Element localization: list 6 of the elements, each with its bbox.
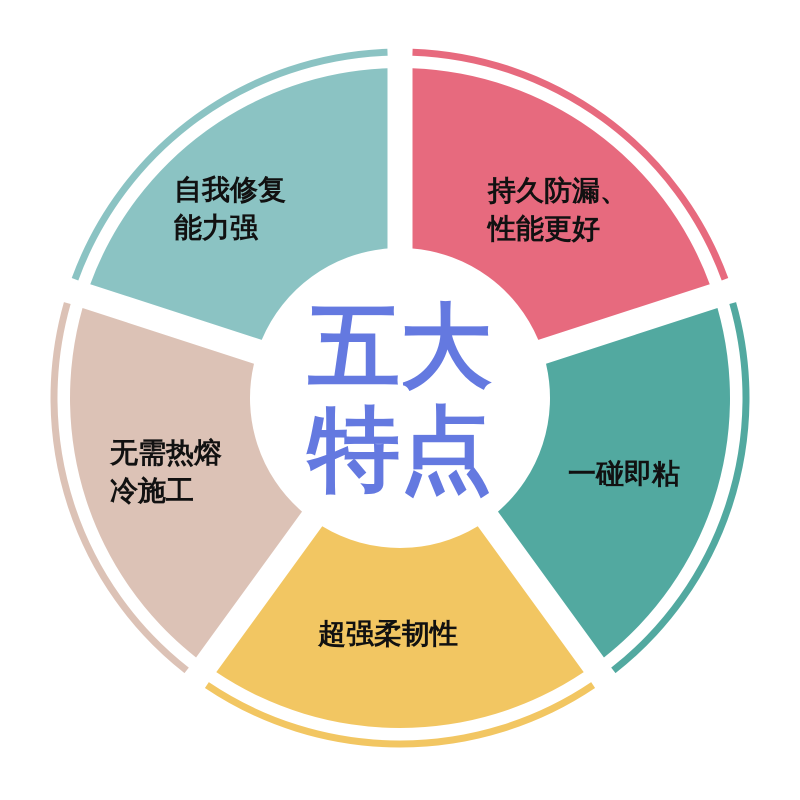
center-title: 五大特点: [306, 294, 493, 502]
segment-label: 持久防漏、性能更好: [488, 173, 629, 247]
segment-label: 无需热熔冷施工: [110, 435, 223, 509]
segment-label: 自我修复能力强: [174, 172, 287, 246]
segment-label: 超强柔韧性: [318, 616, 458, 652]
segment-label: 一碰即粘: [568, 456, 680, 492]
